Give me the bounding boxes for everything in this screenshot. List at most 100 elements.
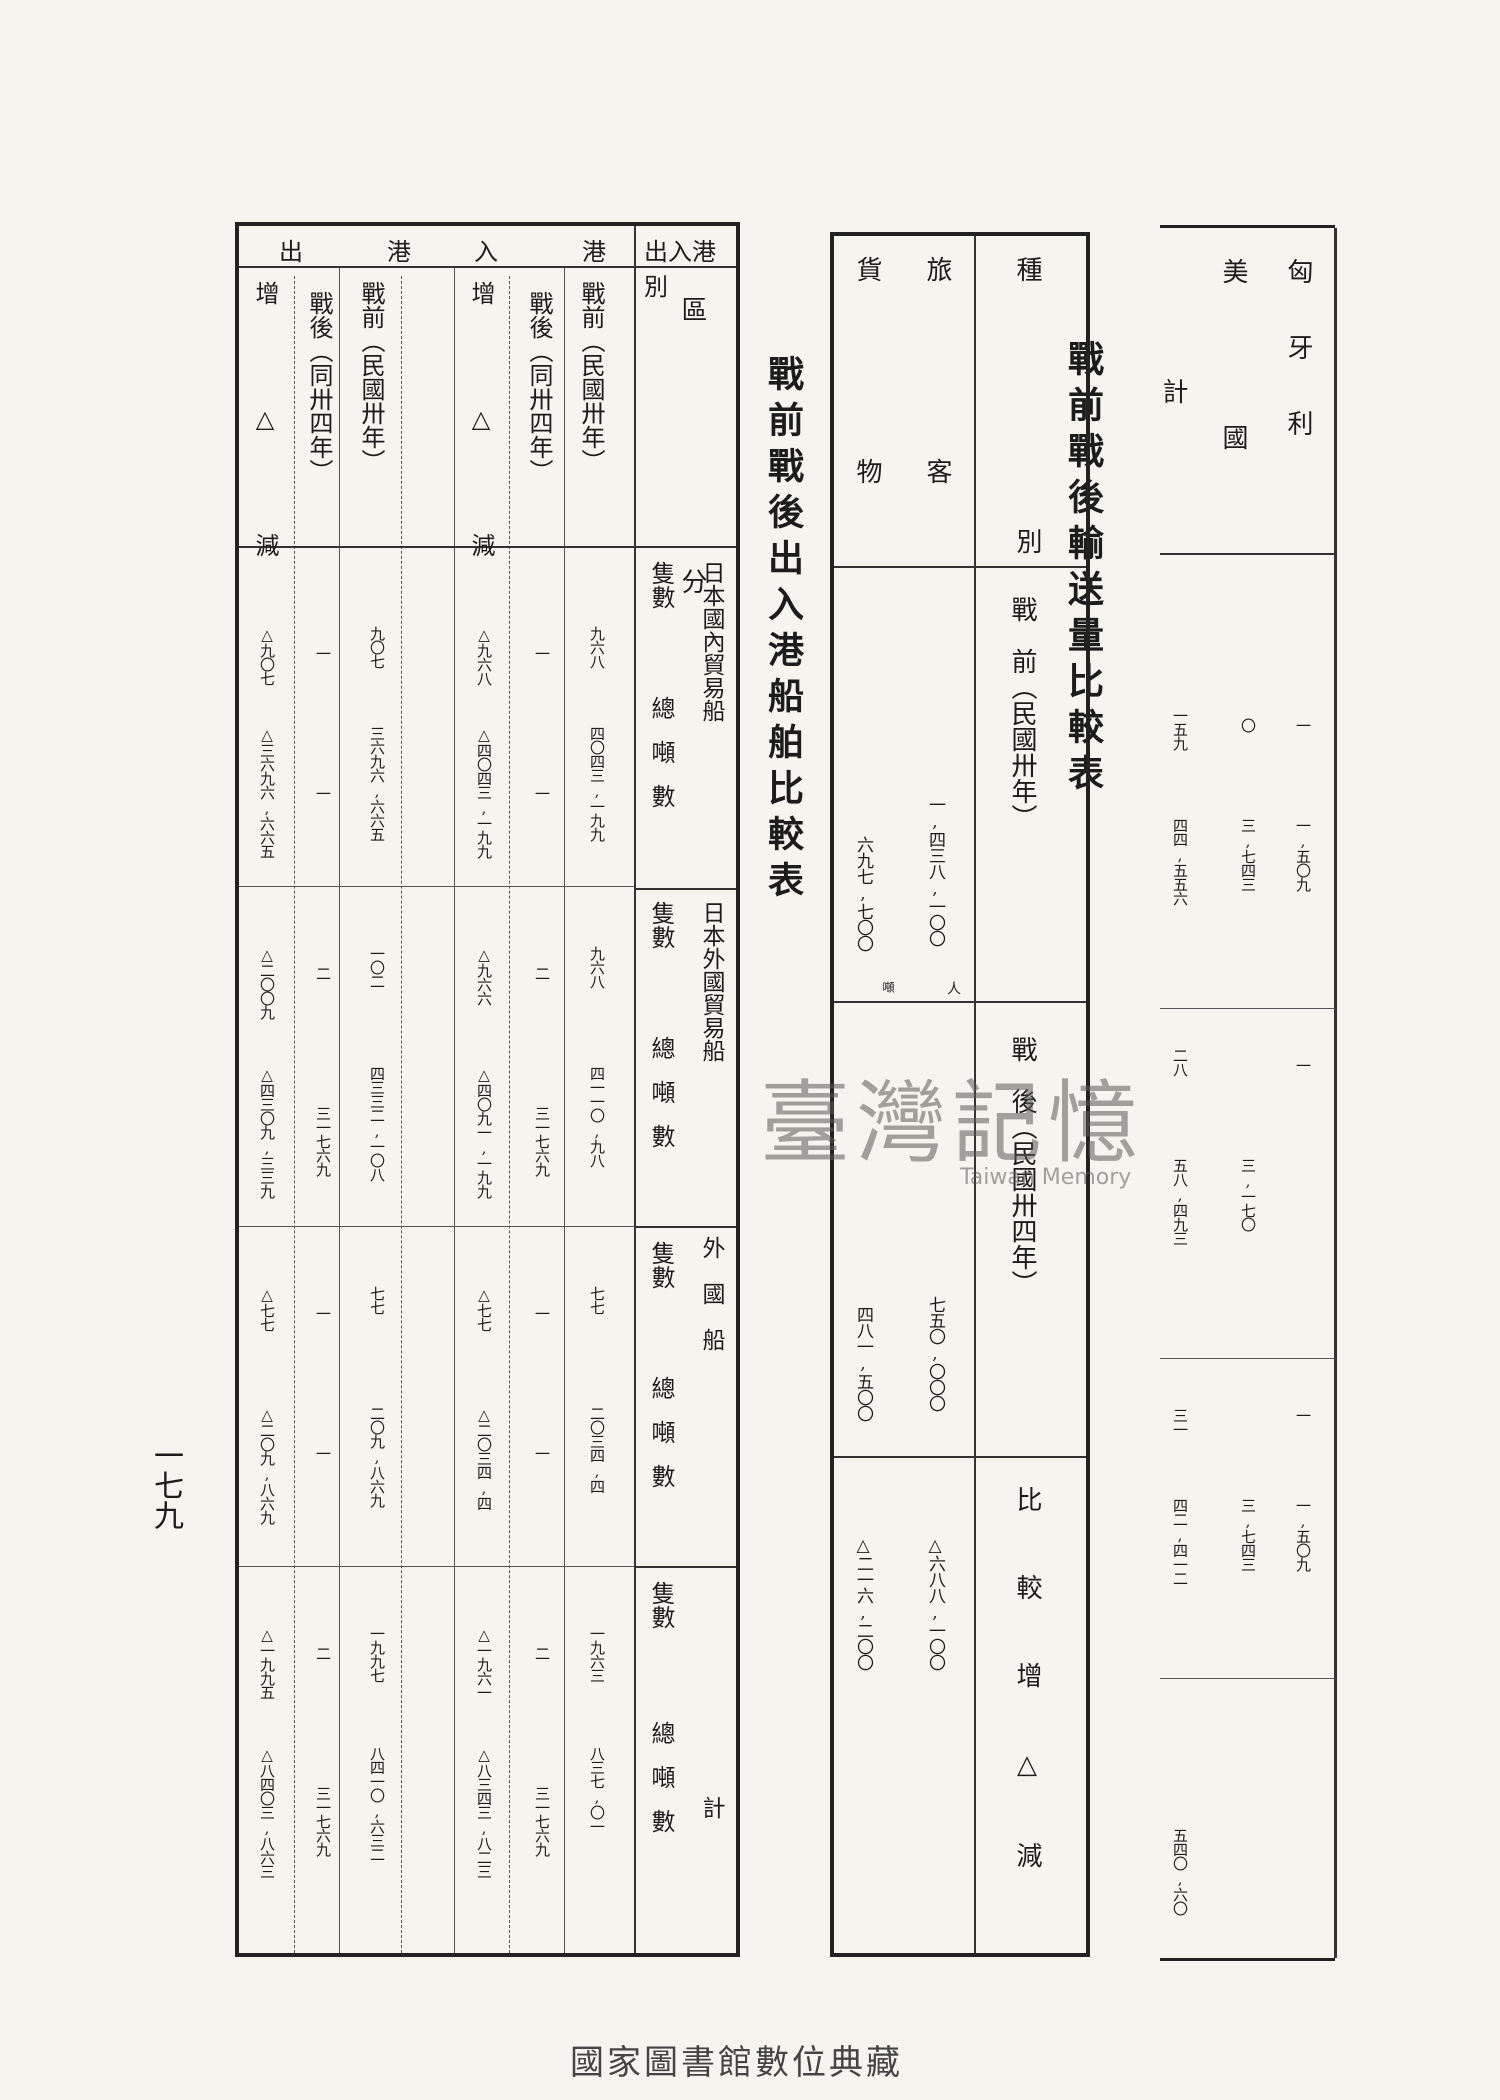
cell: 三一七六九 xyxy=(314,1786,332,1856)
group-line xyxy=(634,1566,736,1568)
cell: 二〇九,八六九 xyxy=(368,1406,386,1507)
cell: 二 xyxy=(314,966,332,980)
section-out: 出 港 xyxy=(279,238,441,266)
ships-title: 戰前戰後出入港船舶比較表 xyxy=(762,355,804,907)
header-inout: 出入港別 xyxy=(644,238,716,301)
cell: 二 xyxy=(314,1646,332,1660)
label-out-prewar: 戰前（民國卅年） xyxy=(357,281,385,473)
cargo-postwar: 四八一,五〇〇 xyxy=(853,1306,873,1421)
row-divider xyxy=(1160,1008,1335,1009)
group-line xyxy=(239,886,634,887)
cell: △二〇〇九 xyxy=(258,946,276,1019)
header-postwar: 戰 後（民國卅四年） xyxy=(1007,1036,1037,1296)
page-number: 一七九 xyxy=(148,1440,183,1530)
col-divider xyxy=(974,236,976,1953)
cell: 一 xyxy=(533,786,551,800)
cell: 一〇二 xyxy=(368,946,386,988)
cell: 一 xyxy=(533,646,551,660)
sub-tonnage: 總噸數 xyxy=(647,1376,675,1508)
ships-table: 出入港別 入 港 出 港 區 分 戰前（民國卅年） 戰後（同卅四年） 增 △ 減… xyxy=(235,222,740,1957)
group-domestic: 日本國內貿易船 xyxy=(698,561,724,722)
header-diff: 比 較 增 △ 減 xyxy=(1012,1486,1042,1886)
cell: △一九九五 xyxy=(258,1626,276,1699)
cell: 一 xyxy=(1294,1408,1312,1422)
section-in: 入 港 xyxy=(474,238,636,266)
cell: 八三七,〇一 xyxy=(588,1746,606,1833)
row-label-total: 計 xyxy=(1158,378,1188,404)
header-line xyxy=(239,546,736,548)
cell: △八四〇三,八六三 xyxy=(258,1746,276,1878)
col-divider xyxy=(294,276,295,1953)
label-in-postwar: 戰後（同卅四年） xyxy=(525,291,553,483)
row-label-passengers: 旅 客 xyxy=(922,256,952,559)
sub-tonnage: 總噸數 xyxy=(647,696,675,828)
cell: △四〇九一,一九九 xyxy=(475,1066,493,1198)
row-divider xyxy=(834,1001,1086,1003)
cell: 三一 xyxy=(1171,1408,1189,1436)
cell: 三一七六九 xyxy=(314,1106,332,1176)
cell: 七七 xyxy=(368,1286,386,1314)
cell: 三,一七〇 xyxy=(1239,1158,1257,1231)
cell: 四〇四三,一九九 xyxy=(588,726,606,841)
sub-tonnage: 總噸數 xyxy=(647,1036,675,1168)
col-divider xyxy=(634,226,636,1953)
group-line xyxy=(239,1566,634,1567)
col-divider xyxy=(454,266,455,1953)
footer-credit: 國家圖書館數位典藏 xyxy=(570,2043,903,2083)
group-foreign-trade: 日本外國貿易船 xyxy=(698,901,724,1062)
cell: 一九九七 xyxy=(368,1626,386,1682)
cell: △八三四三,八二三 xyxy=(475,1746,493,1878)
cell: 一五九 xyxy=(1171,708,1189,750)
cell: △一九六一 xyxy=(475,1626,493,1699)
cell: △七七 xyxy=(258,1286,276,1331)
cell: 一 xyxy=(314,1306,332,1320)
cell: 三,七四三 xyxy=(1239,1498,1257,1571)
cell: △二〇九,八六九 xyxy=(258,1406,276,1524)
cell: 一 xyxy=(314,786,332,800)
cell: 一 xyxy=(533,1446,551,1460)
continuation-table: 匈牙利 美國 計 一 〇 一五九 一,五〇九 三,七四三 四四,五五六 一 二八… xyxy=(1158,225,1337,1961)
cell: 三一七六九 xyxy=(533,1106,551,1176)
passengers-diff: △六八八,一〇〇 xyxy=(925,1536,945,1670)
passengers-postwar: 七五〇,〇〇〇 xyxy=(925,1296,945,1411)
cell: 一 xyxy=(533,1306,551,1320)
row-label-cargo: 貨 物 xyxy=(852,256,882,559)
cell: 五四〇,六〇 xyxy=(1171,1828,1189,1915)
col-divider xyxy=(339,266,340,1953)
table-right-border xyxy=(1334,228,1337,1958)
cell: 二 xyxy=(533,966,551,980)
cell: △七七 xyxy=(475,1286,493,1331)
cell: 四四,五五六 xyxy=(1171,818,1189,905)
group-foreign-ship: 外 國 船 xyxy=(698,1236,724,1351)
cell: 三,七四三 xyxy=(1239,818,1257,891)
row-divider xyxy=(834,1456,1086,1458)
cell: △九六八 xyxy=(475,626,493,685)
cell: 一 xyxy=(1294,718,1312,732)
label-in-diff: 增 △ 減 xyxy=(467,281,495,595)
cargo-prewar: 六九七,七〇〇 xyxy=(853,836,873,951)
cell: 一 xyxy=(314,1446,332,1460)
cell: 九六八 xyxy=(588,946,606,988)
cell: △九〇七 xyxy=(258,626,276,685)
cell: 四三三二,一〇八 xyxy=(368,1066,386,1181)
row-label-hungary: 匈牙利 xyxy=(1283,258,1313,486)
header-divider xyxy=(1160,553,1335,555)
watermark-logo: 臺灣記憶 xyxy=(760,1071,1144,1176)
header-line xyxy=(239,266,736,268)
label-out-diff: 增 △ 減 xyxy=(251,281,279,595)
cell: 二 xyxy=(533,1646,551,1660)
sub-count: 隻數 xyxy=(647,1581,675,1629)
cell: 四二,四一二 xyxy=(1171,1498,1189,1585)
col-divider xyxy=(509,276,510,1953)
cell: 八四一〇,六三二 xyxy=(368,1746,386,1861)
header-prewar: 戰 前（民國卅年） xyxy=(1007,596,1037,830)
passengers-prewar: 一,四三八,一〇〇 xyxy=(925,796,945,946)
cell: 一,五〇九 xyxy=(1294,1498,1312,1571)
cell: 九〇七 xyxy=(368,626,386,668)
sub-count: 隻數 xyxy=(647,1241,675,1289)
row-label-usa: 美國 xyxy=(1218,258,1248,590)
watermark-subtitle: Taiwan Memory xyxy=(960,1165,1132,1190)
label-out-postwar: 戰後（同卅四年） xyxy=(305,291,333,483)
cell: 三一七六九 xyxy=(533,1786,551,1856)
